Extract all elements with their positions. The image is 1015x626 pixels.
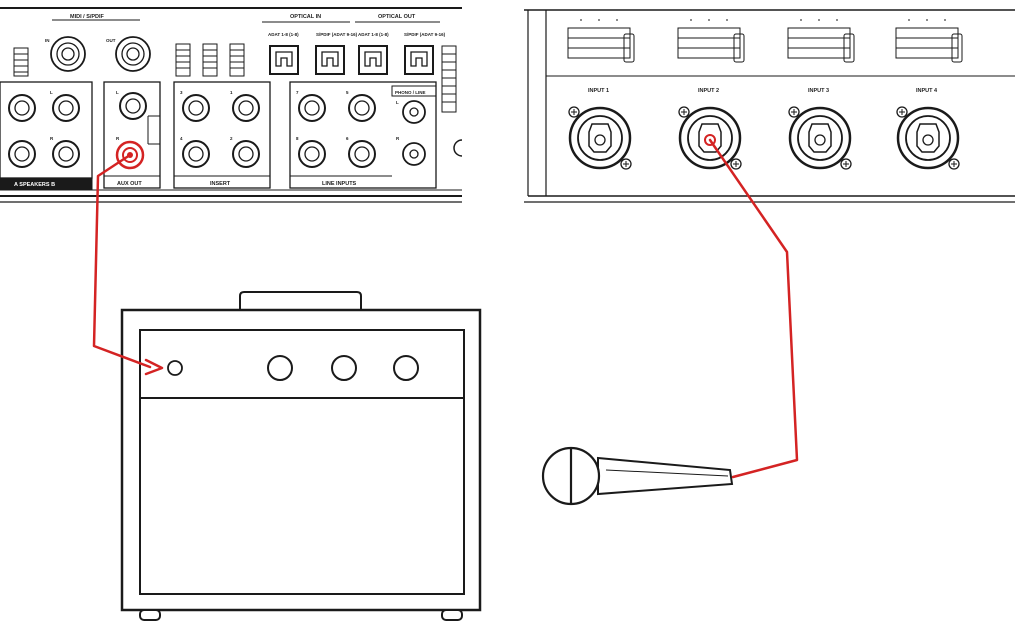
amp-foot-left <box>139 609 161 621</box>
input-2-combo-jack <box>678 106 742 170</box>
insert-label: INSERT <box>210 181 231 187</box>
optical-out-2-label: S/PDIF (ADAT 9-16) <box>404 32 446 37</box>
ground-lug <box>453 139 463 157</box>
amp-knob-2 <box>331 355 357 381</box>
input-1-label: INPUT 1 <box>588 88 609 94</box>
midi-in-label: IN <box>45 38 50 43</box>
line-in-ch6-label: 6 <box>346 136 349 141</box>
optical-out-2-port <box>404 45 434 75</box>
amp-knob-3 <box>393 355 419 381</box>
insert-section: 3 1 4 2 INSERT <box>173 81 271 189</box>
optical-in-2-label: S/PDIF (ADAT 9-16) <box>316 32 358 37</box>
phono-line-label: PHONO / LINE <box>395 90 426 95</box>
speakers-label: A SPEAKERS B <box>14 182 55 188</box>
aux-out-to-amp-cable <box>92 153 152 369</box>
amp-foot-right <box>441 609 463 621</box>
insert-ch3-label: 3 <box>180 90 183 95</box>
input-4-combo-jack <box>896 106 960 170</box>
aux-out-right-label: R <box>116 136 120 141</box>
input-2-label: INPUT 2 <box>698 88 719 94</box>
vent-slots-right <box>441 45 457 113</box>
interface-back-panel: MIDI / S/PDIF IN OUT <box>0 7 463 203</box>
input-3-label: INPUT 3 <box>808 88 829 94</box>
input-1-combo-jack <box>568 106 632 170</box>
midi-spdif-label: MIDI / S/PDIF <box>70 14 105 20</box>
optical-in-label: OPTICAL IN <box>290 14 321 20</box>
channel-3-controls <box>787 19 855 63</box>
speaker-outputs: L R A SPEAKERS B <box>0 81 93 190</box>
channel-2-controls <box>677 19 745 63</box>
amp-speaker-grille <box>139 397 465 595</box>
amp-handle <box>239 291 362 310</box>
channel-4-controls <box>895 19 963 63</box>
vent-slots-middle <box>175 43 245 77</box>
guitar-amplifier <box>120 291 482 621</box>
amp-knob-1 <box>267 355 293 381</box>
interface-front-panel: INPUT 1 INPUT 2 INPUT 3 INPUT 4 <box>524 9 1015 203</box>
channel-1-controls <box>567 19 635 63</box>
midi-out-jack <box>115 36 151 72</box>
optical-in-1-port <box>269 45 299 75</box>
microphone <box>541 446 734 506</box>
mic-to-input-2-cable <box>708 138 799 479</box>
vent-slots-left <box>13 47 29 77</box>
optical-out-1-label: ADAT 1-8 (1-8) <box>358 32 389 37</box>
insert-ch1-label: 1 <box>230 90 233 95</box>
optical-out-label: OPTICAL OUT <box>378 14 416 20</box>
line-inputs-section: 7 5 8 6 PHONO / LINE L R LINE INPUTS <box>289 81 437 189</box>
phono-right-label: R <box>396 136 400 141</box>
line-in-ch7-label: 7 <box>296 90 299 95</box>
amp-input-jack <box>167 360 183 376</box>
input-3-combo-jack <box>788 106 852 170</box>
speaker-left-label: L <box>50 90 53 95</box>
phono-left-label: L <box>396 100 399 105</box>
optical-in-2-port <box>315 45 345 75</box>
insert-ch2-label: 2 <box>230 136 233 141</box>
aux-out-left-label: L <box>116 90 119 95</box>
speaker-right-label: R <box>50 136 54 141</box>
optical-out-1-port <box>358 45 388 75</box>
cables <box>92 138 799 479</box>
aux-out-section: L R AUX OUT <box>103 81 161 189</box>
input-4-label: INPUT 4 <box>916 88 938 94</box>
mic-body <box>597 456 734 496</box>
optical-in-1-label: ADAT 1-8 (1-8) <box>268 32 299 37</box>
aux-out-label: AUX OUT <box>117 181 142 187</box>
line-in-ch5-label: 5 <box>346 90 349 95</box>
line-in-ch8-label: 8 <box>296 136 299 141</box>
amp-cable-arrow <box>144 358 164 376</box>
line-inputs-label: LINE INPUTS <box>322 181 357 187</box>
midi-out-label: OUT <box>106 38 116 43</box>
insert-ch4-label: 4 <box>180 136 183 141</box>
midi-in-jack <box>50 36 86 72</box>
